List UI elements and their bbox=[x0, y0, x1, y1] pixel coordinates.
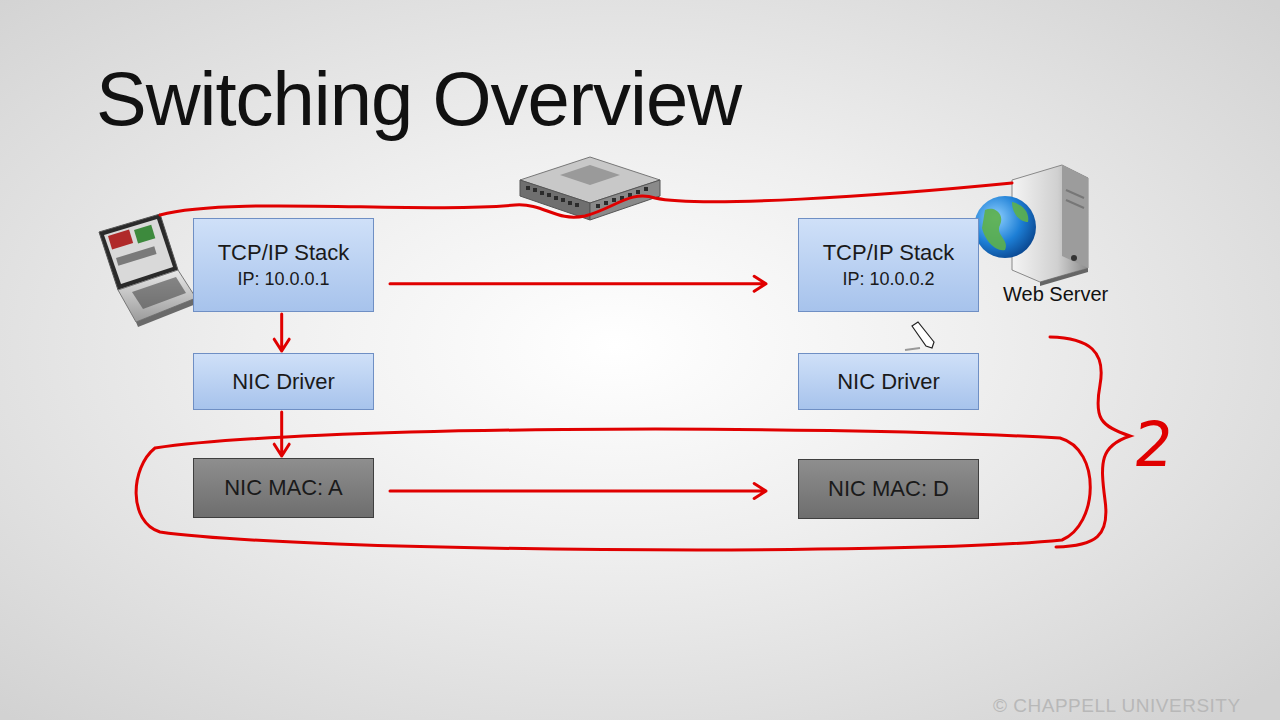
ip-address: IP: 10.0.0.2 bbox=[842, 267, 934, 291]
red-arrow bbox=[390, 483, 766, 498]
laptop-icon bbox=[99, 214, 196, 327]
nic-box: NIC MAC: A bbox=[193, 458, 374, 518]
ip-address: IP: 10.0.0.1 bbox=[237, 267, 329, 291]
box-heading: NIC MAC: A bbox=[224, 474, 343, 502]
box-heading: TCP/IP Stack bbox=[218, 239, 350, 267]
red-arrow bbox=[390, 276, 766, 291]
red-arrow bbox=[274, 412, 289, 456]
callout-number: 2 bbox=[1130, 408, 1177, 482]
watermark: © CHAPPELL UNIVERSITY bbox=[993, 694, 1241, 717]
box-heading: NIC MAC: D bbox=[828, 475, 949, 503]
red-arrow bbox=[274, 314, 289, 351]
slide-title: Switching Overview bbox=[96, 56, 741, 142]
server-icon bbox=[974, 165, 1088, 286]
stack-box: TCP/IP StackIP: 10.0.0.2 bbox=[798, 218, 979, 312]
device-label: Web Server bbox=[1003, 282, 1108, 306]
box-heading: TCP/IP Stack bbox=[823, 239, 955, 267]
driver-box: NIC Driver bbox=[193, 353, 374, 410]
stack-box: TCP/IP StackIP: 10.0.0.1 bbox=[193, 218, 374, 312]
switch-icon bbox=[520, 157, 660, 220]
box-heading: NIC Driver bbox=[232, 368, 335, 396]
driver-box: NIC Driver bbox=[798, 353, 979, 410]
box-heading: NIC Driver bbox=[837, 368, 940, 396]
nic-box: NIC MAC: D bbox=[798, 459, 979, 519]
annotation-marks bbox=[136, 183, 1130, 550]
pen-cursor bbox=[905, 322, 934, 350]
